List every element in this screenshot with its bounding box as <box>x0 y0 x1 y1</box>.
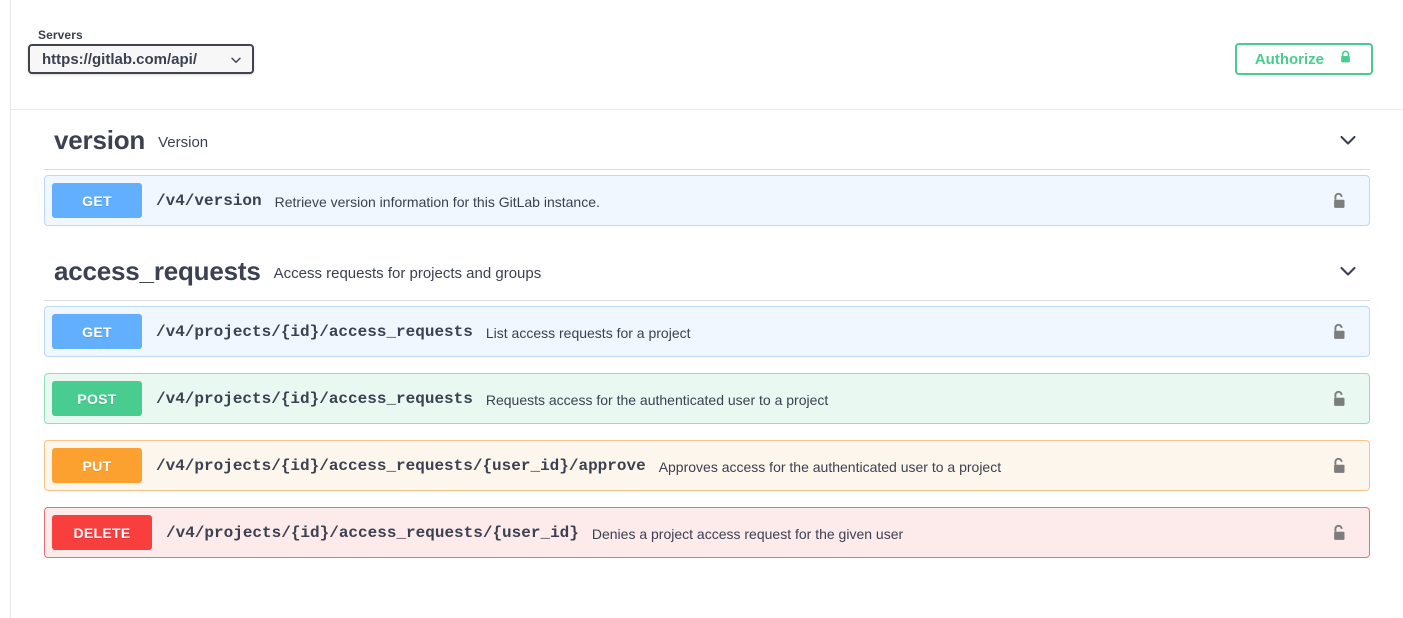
operation-summary: Approves access for the authenticated us… <box>658 458 1002 475</box>
operation-path: /v4/projects/{id}/access_requests <box>156 389 473 408</box>
operation-summary: Denies a project access request for the … <box>591 525 904 542</box>
operation-path: /v4/projects/{id}/access_requests/{user_… <box>156 456 646 475</box>
server-url-select[interactable]: https://gitlab.com/api/ <box>28 44 254 74</box>
tag-divider <box>44 169 1370 170</box>
tag-name: version <box>54 124 146 155</box>
page-left-border <box>10 0 11 618</box>
chevron-down-icon <box>230 53 242 65</box>
servers-block: Servers https://gitlab.com/api/ <box>28 28 254 74</box>
operation-list-access-requests: GET /v4/projects/{id}/access_requests Li… <box>11 306 1403 558</box>
tag-name: access_requests <box>54 255 261 286</box>
tag-description: Version <box>158 133 209 151</box>
operation-row[interactable]: GET /v4/projects/{id}/access_requests Li… <box>44 306 1370 357</box>
authorize-button-label: Authorize <box>1254 50 1324 68</box>
tag-section-access-requests: access_requests Access requests for proj… <box>11 242 1403 558</box>
http-method-badge: PUT <box>52 448 142 483</box>
http-method-badge: POST <box>52 381 142 416</box>
operation-path: /v4/version <box>156 191 262 210</box>
server-url-value: https://gitlab.com/api/ <box>42 50 198 68</box>
operation-path: /v4/projects/{id}/access_requests/{user_… <box>166 523 579 542</box>
chevron-down-icon[interactable] <box>1337 260 1359 282</box>
operation-summary: List access requests for a project <box>485 324 691 341</box>
tag-divider <box>44 300 1370 301</box>
lock-open-icon[interactable] <box>1331 456 1347 475</box>
api-operations-body: version Version GET /v4/version Retrieve… <box>11 111 1403 618</box>
servers-bar: Servers https://gitlab.com/api/ Authoriz… <box>11 0 1403 110</box>
operation-path: /v4/projects/{id}/access_requests <box>156 322 473 341</box>
tag-header-access-requests[interactable]: access_requests Access requests for proj… <box>11 242 1403 300</box>
lock-open-icon[interactable] <box>1331 389 1347 408</box>
tag-description: Access requests for projects and groups <box>273 264 542 282</box>
http-method-badge: DELETE <box>52 515 152 550</box>
operation-row[interactable]: POST /v4/projects/{id}/access_requests R… <box>44 373 1370 424</box>
http-method-badge: GET <box>52 183 142 218</box>
tag-section-version: version Version GET /v4/version Retrieve… <box>11 111 1403 226</box>
chevron-down-icon[interactable] <box>1337 129 1359 151</box>
operation-row[interactable]: PUT /v4/projects/{id}/access_requests/{u… <box>44 440 1370 491</box>
lock-closed-icon <box>1338 48 1353 70</box>
servers-label: Servers <box>38 28 83 42</box>
operation-row[interactable]: GET /v4/version Retrieve version informa… <box>44 175 1370 226</box>
operation-summary: Requests access for the authenticated us… <box>485 391 829 408</box>
operation-summary: Retrieve version information for this Gi… <box>274 193 600 210</box>
lock-open-icon[interactable] <box>1331 322 1347 341</box>
tag-header-version[interactable]: version Version <box>11 111 1403 169</box>
lock-open-icon[interactable] <box>1331 191 1347 210</box>
operation-row[interactable]: DELETE /v4/projects/{id}/access_requests… <box>44 507 1370 558</box>
authorize-button[interactable]: Authorize <box>1234 43 1373 75</box>
http-method-badge: GET <box>52 314 142 349</box>
lock-open-icon[interactable] <box>1331 523 1347 542</box>
operation-list-version: GET /v4/version Retrieve version informa… <box>11 175 1403 226</box>
